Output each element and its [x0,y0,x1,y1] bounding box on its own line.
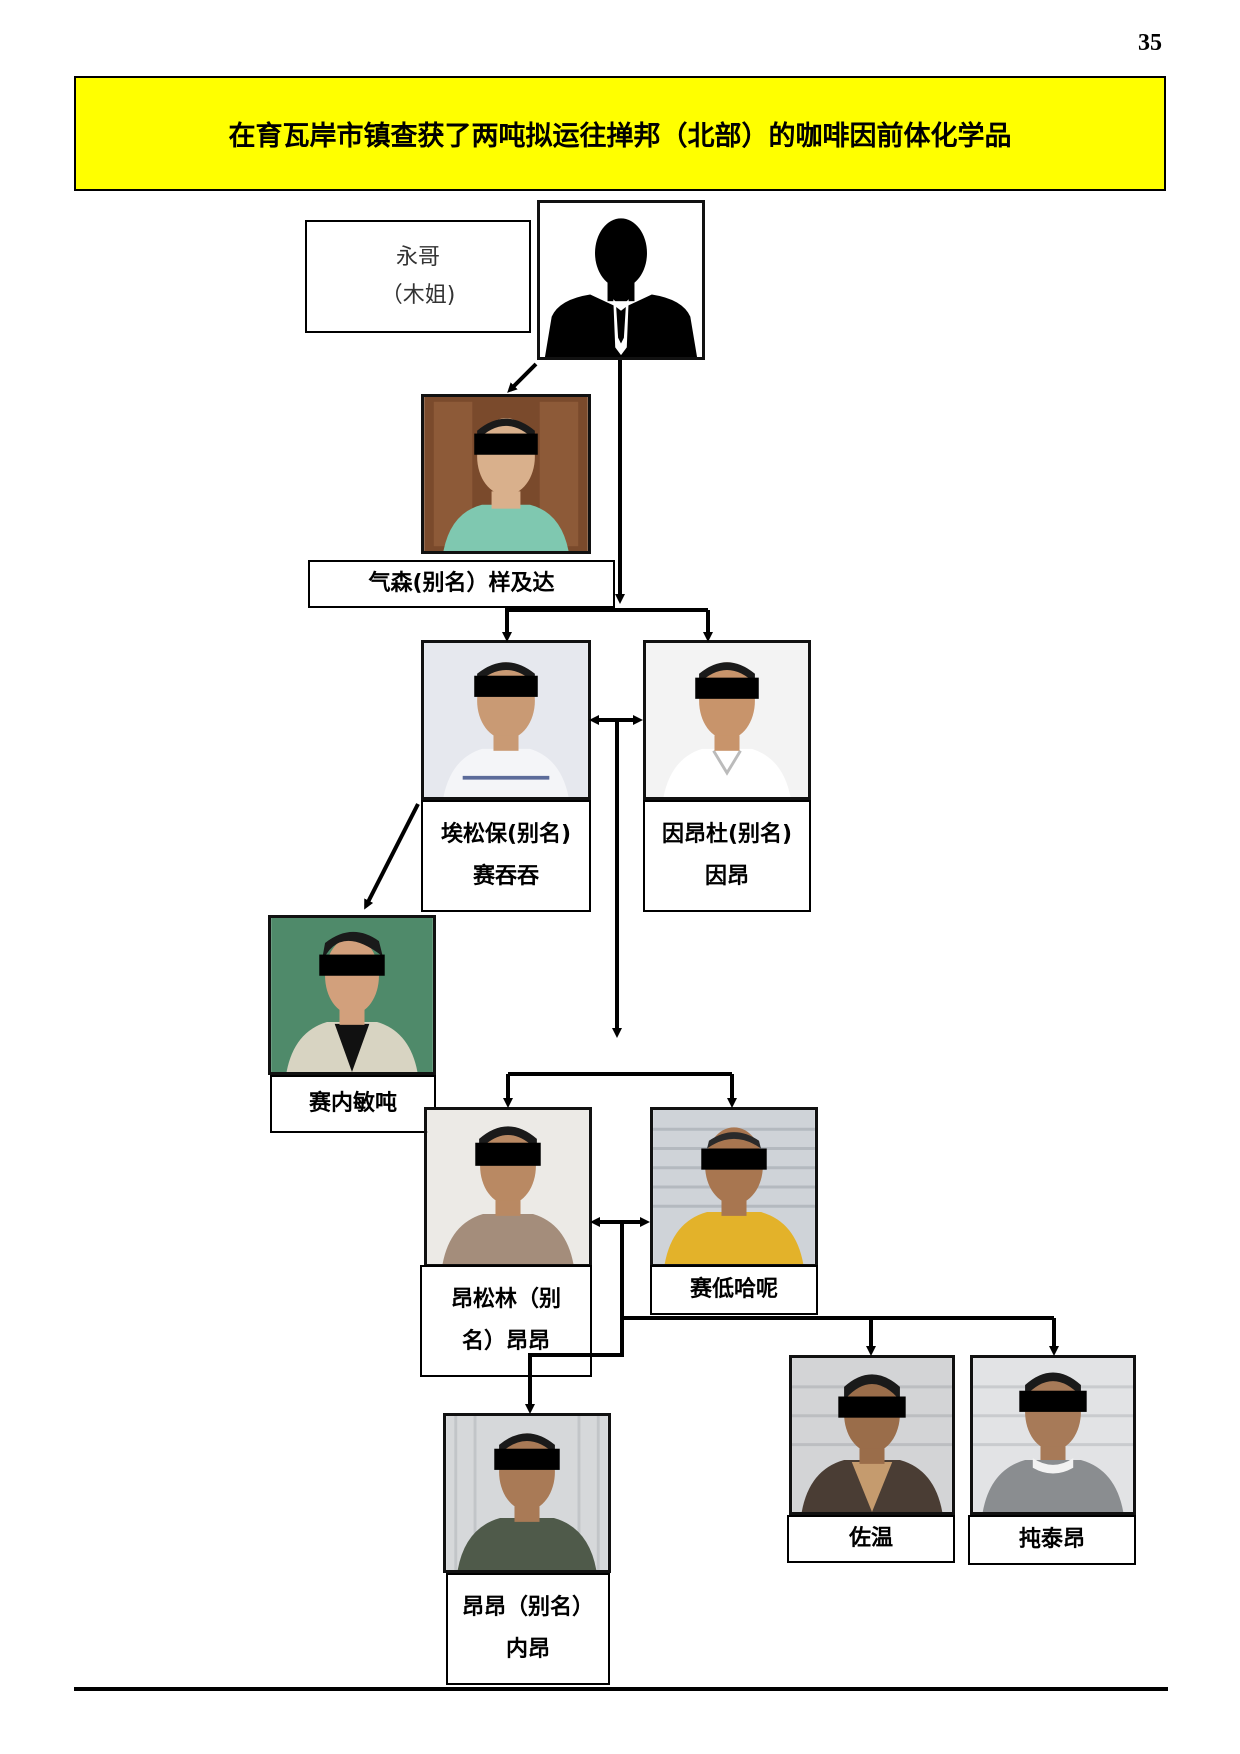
label-zaw-win: 佐温 [787,1515,955,1563]
boss-location: （木姐) [380,282,456,308]
censor-bar [474,675,538,697]
boss-name: 永哥 [395,244,440,270]
photo-kyaw-san [421,394,591,554]
label-aung-aung: 昂昂（别名） 内昂 [446,1573,610,1685]
photo-sai-nay-min-htun [268,915,436,1075]
boss-alias-box: 永哥 （木姐) [305,220,531,333]
page-number: 35 [1138,30,1162,56]
photo-yin-aung-htoo [643,640,811,800]
page-title: 在育瓦岸市镇查获了两吨拟运往掸邦（北部）的咖啡因前体化学品 [74,76,1166,191]
photo-tun-tai-aung [970,1355,1136,1515]
photo-sai-tin-hla-nyo [650,1107,818,1267]
censor-bar [474,433,538,455]
label-sai-nay-min-htun: 赛内敏吨 [270,1075,436,1133]
arrow-to-sai-nay-min-htun [364,803,420,910]
censor-bar [701,1148,767,1170]
photo-zaw-win [789,1355,955,1515]
label-yin-aung-htoo: 因昂杜(别名) 因昂 [643,800,811,912]
photo-aung-aung [443,1413,611,1573]
censor-bar [695,677,759,699]
label-tun-tai-aung: 扽泰昂 [968,1515,1136,1565]
silhouette-icon [540,203,702,357]
boss-silhouette-photo [537,200,705,360]
bottom-divider [74,1687,1168,1691]
censor-bar [494,1448,560,1470]
arrow-boss-to-kyaw-san [507,362,538,393]
photo-aung-soe-lin [424,1107,592,1267]
label-kyaw-san: 气森(别名）样及达 [308,560,615,608]
censor-bar [319,954,385,976]
censor-bar [838,1396,906,1418]
label-aung-soe-lin: 昂松林（别 名）昂昂 [420,1265,592,1377]
photo-aye-soe-paw [421,640,591,800]
label-aye-soe-paw: 埃松保(别名) 赛吞吞 [421,800,591,912]
censor-bar [1019,1390,1087,1412]
label-sai-tin-hla-nyo: 赛低哈呢 [650,1265,818,1315]
censor-bar [475,1142,541,1166]
